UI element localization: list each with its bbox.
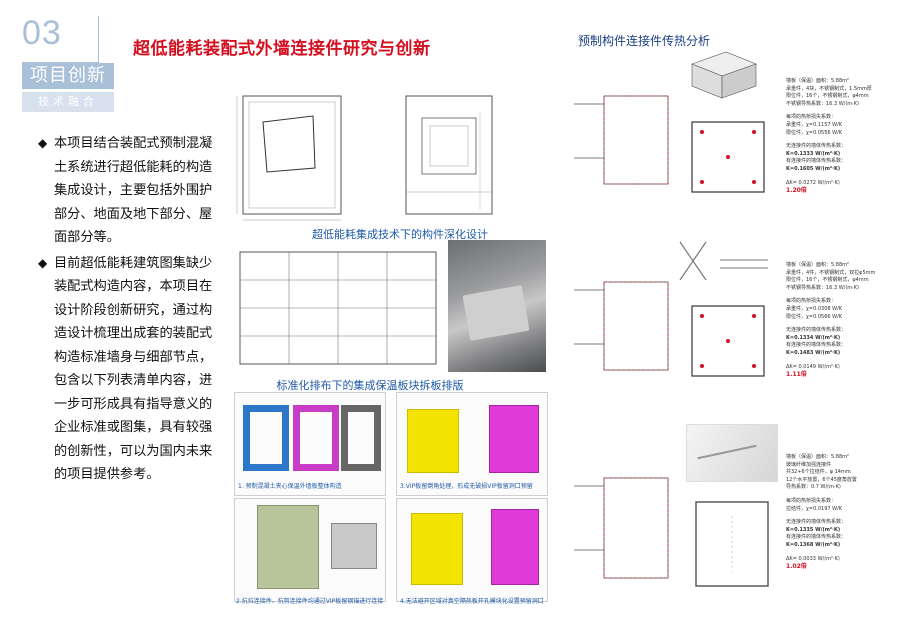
spec-line: 有连接件的墙体传热系数： bbox=[786, 342, 847, 349]
spec-line: 承重件，4块，不锈钢制式，1.5mm厚 bbox=[786, 85, 872, 92]
step1-caption: 1. 预制混凝土夹心保温外墙板整体构造 bbox=[238, 483, 342, 490]
bullet-item: ◆ 目前超低能耗建筑图集缺少装配式构造内容，本项目在设计阶段创新研究，通过构造设… bbox=[38, 252, 218, 487]
spec-line: 限位件，χ=0.0556 W/K bbox=[786, 129, 843, 136]
spec-line: 玻璃纤维加强连接件 bbox=[786, 461, 832, 468]
analysis3-spec: 墙板（保温）面积：5.88m² 玻璃纤维加强连接件 共32+6个拉结件，φ 14… bbox=[786, 454, 882, 571]
panel-layout-caption: 标准化排布下的集成保温板块拆板排版 bbox=[276, 379, 464, 392]
spec-line: ΔK= 0.0033 W/(m²·K) bbox=[786, 555, 840, 562]
analysis1-elevation bbox=[691, 121, 765, 193]
detail-drawing-right bbox=[405, 95, 493, 215]
spec-line: 导热系数：0.7 W/(m·K) bbox=[786, 484, 841, 491]
diamond-icon: ◆ bbox=[38, 255, 48, 270]
step3-magenta-panel bbox=[489, 405, 539, 473]
bullet-list: ◆ 本项目结合装配式预制混凝土系统进行超低能耗的构造集成设计，主要包括外围护部分… bbox=[38, 132, 218, 489]
analysis2-spec: 墙板（保温）面积：5.88m² 承重件，4件，不锈钢制式，双拉φ5mm 限位件，… bbox=[786, 262, 882, 379]
spec-line: 每项的热桥损失系数： bbox=[786, 497, 837, 504]
spec-line: 无连接件的墙体传热系数： bbox=[786, 519, 847, 526]
spec-line: 拉结件，χ=0.0197 W/K bbox=[786, 505, 843, 512]
spec-line: 限位件，16个，不锈钢制式，φ4mm bbox=[786, 93, 869, 100]
analysis3-elevation bbox=[695, 501, 769, 587]
analysis2-elevation bbox=[691, 305, 765, 377]
detail-design-caption: 超低能耗集成技术下的构件深化设计 bbox=[312, 228, 488, 241]
site-photo bbox=[448, 240, 546, 372]
ratio-value: 1.20倍 bbox=[786, 187, 807, 195]
spec-line: 不锈钢导热系数：16.3 W/(m·K) bbox=[786, 284, 859, 291]
step3-caption: 3.VIP板留倒角处理，形成无破损VIP板留洞口预留 bbox=[400, 483, 533, 490]
spec-line: 限位件，16个，不锈钢制式，φ4mm bbox=[786, 277, 869, 284]
spec-line: 每项的热桥损失系数： bbox=[786, 298, 837, 305]
spec-line: 墙板（保温）面积：5.88m² bbox=[786, 262, 850, 268]
spec-line: 承重件，4件，不锈钢制式，双拉φ5mm bbox=[786, 269, 876, 276]
step2-detail bbox=[331, 523, 377, 569]
spec-line: 墙板（保温）面积：5.88m² bbox=[786, 454, 850, 460]
spec-line: 承重件，χ=0.0308 W/K bbox=[786, 305, 843, 312]
analysis2-3d-detail bbox=[679, 241, 768, 281]
spec-line: 共32+6个拉结件，φ 14mm bbox=[786, 469, 851, 476]
analysis3-section-drawing bbox=[574, 477, 669, 579]
section-number: 03 bbox=[22, 14, 62, 52]
spec-line: K=0.1333 W/(m²·K) bbox=[786, 150, 841, 157]
step1-magenta-frame bbox=[293, 405, 339, 471]
spec-line: 不锈钢导热系数：16.3 W/(m·K) bbox=[786, 100, 859, 107]
header-frame bbox=[22, 16, 99, 63]
step2-panel bbox=[234, 498, 386, 602]
spec-line: 有连接件的墙体传热系数： bbox=[786, 158, 847, 165]
spec-line: ΔK= 0.0149 W/(m²·K) bbox=[786, 363, 840, 370]
spec-line: K=0.1605 W/(m²·K) bbox=[786, 165, 841, 172]
photo-slab bbox=[462, 285, 530, 341]
bullet-text: 本项目结合装配式预制混凝土系统进行超低能耗的构造集成设计，主要包括外围护部分、地… bbox=[54, 136, 213, 245]
bullet-text: 目前超低能耗建筑图集缺少装配式构造内容，本项目在设计阶段创新研究，通过构造设计梳… bbox=[54, 255, 213, 483]
spec-line: 墙板（保温）面积：5.88m² bbox=[786, 78, 850, 84]
analysis1-3d-detail bbox=[691, 51, 757, 99]
spec-line: 限位件，χ=0.0566 W/K bbox=[786, 313, 843, 320]
ratio-value: 1.02倍 bbox=[786, 563, 807, 571]
bullet-item: ◆ 本项目结合装配式预制混凝土系统进行超低能耗的构造集成设计，主要包括外围护部分… bbox=[38, 132, 218, 250]
spec-line: K=0.1335 W/(m²·K) bbox=[786, 526, 841, 533]
spec-line: 承重件，χ=0.1157 W/K bbox=[786, 121, 843, 128]
analysis-title: 预制构件连接件传热分析 bbox=[578, 34, 711, 48]
spec-line: K=0.1334 W/(m²·K) bbox=[786, 334, 841, 341]
analysis2-section-drawing bbox=[574, 281, 669, 371]
step1-blue-frame bbox=[243, 405, 289, 471]
section-subtitle: 技术融合 bbox=[22, 92, 114, 112]
step2-wall bbox=[257, 505, 319, 589]
step4-caption: 4.无法避开区域对真空隔热板开孔模块化设置预留洞口 bbox=[400, 598, 544, 605]
step1-panel bbox=[234, 392, 386, 496]
spec-line: 12个水平放置，6个45度角放置 bbox=[786, 476, 857, 483]
spec-line: 无连接件的墙体传热系数： bbox=[786, 143, 847, 150]
spec-line: 无连接件的墙体传热系数： bbox=[786, 327, 847, 334]
section-title: 项目创新 bbox=[22, 63, 114, 89]
step3-panel bbox=[396, 392, 548, 496]
analysis3-photo bbox=[686, 424, 778, 482]
panel-layout-drawing bbox=[239, 251, 437, 365]
step4-panel bbox=[396, 498, 548, 602]
analysis1-section-drawing bbox=[574, 95, 669, 185]
section-header: 03 项目创新 技术融合 bbox=[22, 14, 114, 112]
spec-line: ΔK= 0.0272 W/(m²·K) bbox=[786, 179, 840, 186]
spec-line: K=0.1368 W/(m²·K) bbox=[786, 541, 841, 548]
spec-line: 有连接件的墙体传热系数： bbox=[786, 534, 847, 541]
ratio-value: 1.11倍 bbox=[786, 371, 807, 379]
step1-concrete-frame bbox=[341, 405, 381, 471]
spec-line: K=0.1483 W/(m²·K) bbox=[786, 349, 841, 356]
step4-magenta-panel bbox=[491, 509, 539, 585]
spec-line: 每项的热桥损失系数： bbox=[786, 114, 837, 121]
diamond-icon: ◆ bbox=[38, 136, 48, 150]
step2-caption: 2.抗拉连接件、抗剪连接件均通过VIP板留钢锚进行连接 bbox=[236, 598, 384, 605]
detail-drawing-left bbox=[236, 95, 342, 221]
photo-rod bbox=[697, 444, 757, 460]
analysis1-spec: 墙板（保温）面积：5.88m² 承重件，4块，不锈钢制式，1.5mm厚 限位件，… bbox=[786, 78, 882, 195]
step4-yellow-panel bbox=[411, 513, 463, 585]
step3-yellow-panel bbox=[407, 409, 459, 473]
page-title: 超低能耗装配式外墙连接件研究与创新 bbox=[133, 39, 431, 59]
